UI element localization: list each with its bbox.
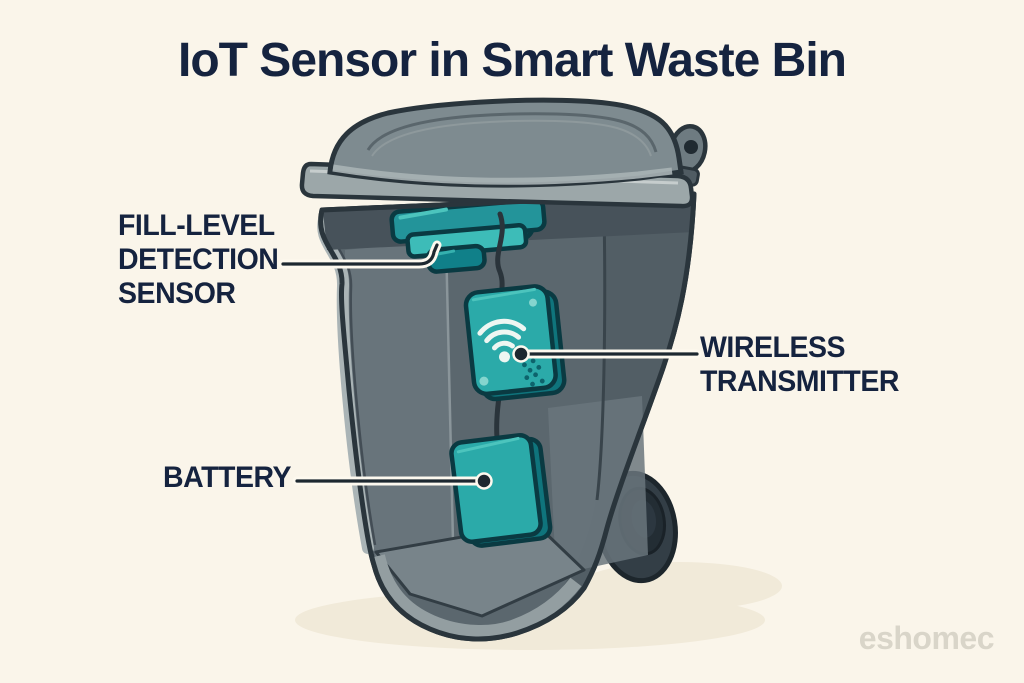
bin-outline (318, 191, 697, 642)
label-line: SENSOR (118, 277, 236, 310)
pointer-battery (292, 472, 493, 490)
lid-top (327, 97, 684, 188)
watermark: eshomec (858, 620, 995, 656)
bin-lid (299, 97, 708, 209)
label-fill-level-detection-sensor: FILL-LEVEL DETECTION SENSOR (118, 209, 279, 311)
label-battery: BATTERY (163, 461, 292, 495)
wifi-icon (477, 318, 527, 363)
battery-device (449, 432, 553, 548)
label-line: WIRELESS (700, 331, 846, 364)
label-line: FILL-LEVEL (118, 209, 275, 242)
transmitter-dot-grid (522, 358, 545, 387)
wireless-transmitter (463, 284, 567, 402)
pointer-transmitter (512, 345, 702, 363)
page-title: IoT Sensor in Smart Waste Bin (177, 34, 847, 87)
pointer-fill-level (278, 240, 442, 269)
label-wireless-transmitter: WIRELESS TRANSMITTER (700, 331, 899, 399)
label-line: DETECTION (118, 243, 279, 276)
label-line: BATTERY (163, 461, 292, 494)
label-line: TRANSMITTER (700, 365, 900, 398)
